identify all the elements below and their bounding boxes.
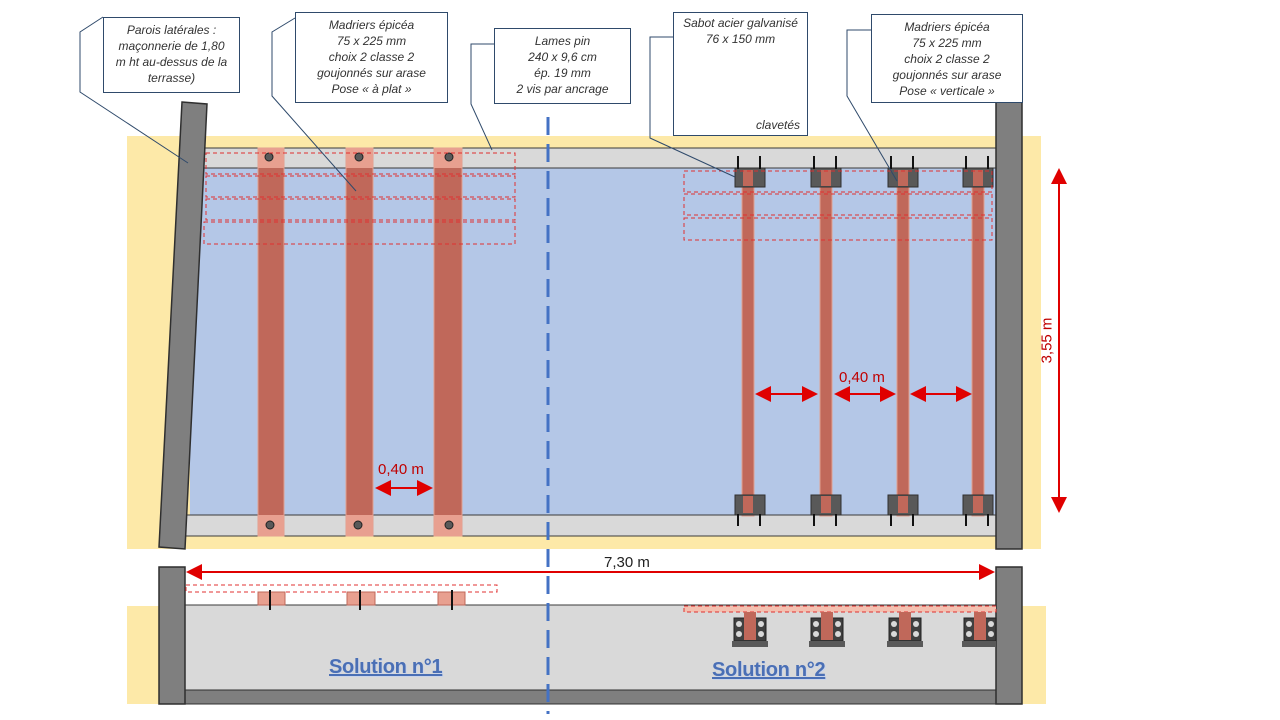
deck-board-outline: [683, 193, 993, 216]
joist-vertical: [741, 167, 755, 517]
callout-line: terrasse): [147, 71, 196, 85]
right-side-wall: [995, 101, 1023, 550]
leader-madriers-plat: [271, 17, 357, 192]
dowel: [444, 152, 454, 162]
dowel: [353, 520, 363, 530]
joist-vertical: [896, 167, 910, 517]
left-side-wall: [158, 101, 208, 550]
slab-bottom-strip: [184, 689, 997, 705]
hanger-top: [734, 156, 766, 188]
callout-lames-pin: Lames pin 240 x 9,6 cm ép. 19 mm 2 vis p…: [494, 28, 631, 104]
dowel: [444, 520, 454, 530]
callout-line: Lames pin: [534, 34, 591, 48]
callout-line: Pose « à plat »: [331, 82, 412, 96]
callout-parois-laterales: Parois latérales : maçonnerie de 1,80 m …: [103, 17, 240, 93]
joist-vertical: [819, 167, 833, 517]
deck-board-outline: [205, 152, 516, 175]
callout-line: Parois latérales :: [126, 23, 217, 37]
callout-line: m ht au-dessus de la: [115, 55, 228, 69]
section-joist-flat: [257, 590, 286, 610]
leader-lames: [470, 43, 494, 151]
callout-madriers-verticale: Madriers épicéa 75 x 225 mm choix 2 clas…: [871, 14, 1023, 103]
deck-board-outline: [203, 221, 516, 245]
section-board-outline: [185, 584, 498, 593]
callout-line: 76 x 150 mm: [705, 32, 776, 46]
terrace-slab-section: [184, 604, 997, 692]
callout-line: Madriers épicéa: [904, 20, 990, 34]
leader-parois: [79, 16, 189, 164]
joist-vertical: [971, 167, 985, 517]
hanger-top: [887, 156, 919, 188]
callout-leaders: [79, 16, 898, 192]
joist-flat: [345, 147, 374, 537]
section-hanger: [962, 612, 997, 647]
solution-1-title: Solution n°1: [329, 656, 443, 678]
callout-line: maçonnerie de 1,80: [118, 39, 225, 53]
callout-line: 75 x 225 mm: [912, 36, 982, 50]
solution1-boards: [203, 152, 516, 245]
callout-note-clavetes: clavetés: [756, 118, 801, 132]
dowel: [265, 520, 275, 530]
leader-madriers-verticale: [846, 29, 898, 182]
deck-board-outline: [683, 217, 993, 241]
hanger-bottom: [962, 494, 994, 526]
plan-view: [127, 101, 1067, 550]
deck-board-outline: [205, 175, 516, 198]
hanger-top: [962, 156, 994, 188]
callout-madriers-plat: Madriers épicéa 75 x 225 mm choix 2 clas…: [295, 12, 448, 103]
section-hanger: [887, 612, 923, 647]
solution-2-title: Solution n°2: [712, 659, 826, 681]
joist-flat: [257, 147, 285, 537]
dimension-label-spacing-right: 0,40 m: [839, 369, 885, 386]
deck-board-outline: [683, 170, 993, 193]
hanger-bottom: [810, 494, 842, 526]
terrace-deck-area: [190, 148, 996, 536]
dimension-label-spacing-left: 0,40 m: [378, 461, 424, 478]
solution2-boards: [683, 170, 993, 241]
hanger-bottom: [734, 494, 766, 526]
dowel: [264, 152, 274, 162]
section-hanger: [809, 612, 845, 647]
callout-line: choix 2 classe 2: [328, 50, 415, 64]
joist-flat: [433, 147, 463, 537]
dimension-label-height: 3,55 m: [1038, 317, 1056, 364]
callout-line: choix 2 classe 2: [904, 52, 990, 66]
callout-line: goujonnés sur arase: [892, 68, 1002, 82]
hanger-top: [810, 156, 842, 188]
dowel: [354, 152, 364, 162]
section-hanger: [732, 612, 768, 647]
callout-line: Pose « verticale »: [899, 84, 995, 98]
section-board-outline: [683, 605, 997, 613]
dimension-label-width: 7,30 m: [604, 554, 650, 571]
callout-line: ép. 19 mm: [534, 66, 591, 80]
hanger-bottom: [887, 494, 919, 526]
solution2-joists: [734, 156, 994, 526]
callout-line: Madriers épicéa: [328, 18, 415, 32]
solution1-joists: [257, 147, 463, 537]
callout-line: 2 vis par ancrage: [516, 82, 609, 96]
callout-sabot-acier: Sabot acier galvanisé 76 x 150 mm clavet…: [673, 12, 808, 136]
callout-line: 75 x 225 mm: [336, 34, 407, 48]
leader-sabot: [649, 36, 736, 178]
callout-line: 240 x 9,6 cm: [528, 50, 597, 64]
callout-line: Sabot acier galvanisé: [683, 16, 798, 30]
section-view: [127, 564, 1046, 705]
deck-board-outline: [205, 198, 516, 221]
bottom-arase-strip: [184, 514, 997, 537]
callout-line: goujonnés sur arase: [317, 66, 426, 80]
top-arase-strip: [189, 147, 997, 169]
right-wall-section: [995, 566, 1023, 705]
left-wall-section: [158, 566, 186, 705]
section-joist-flat: [437, 590, 466, 610]
section-joist-flat: [346, 590, 376, 610]
